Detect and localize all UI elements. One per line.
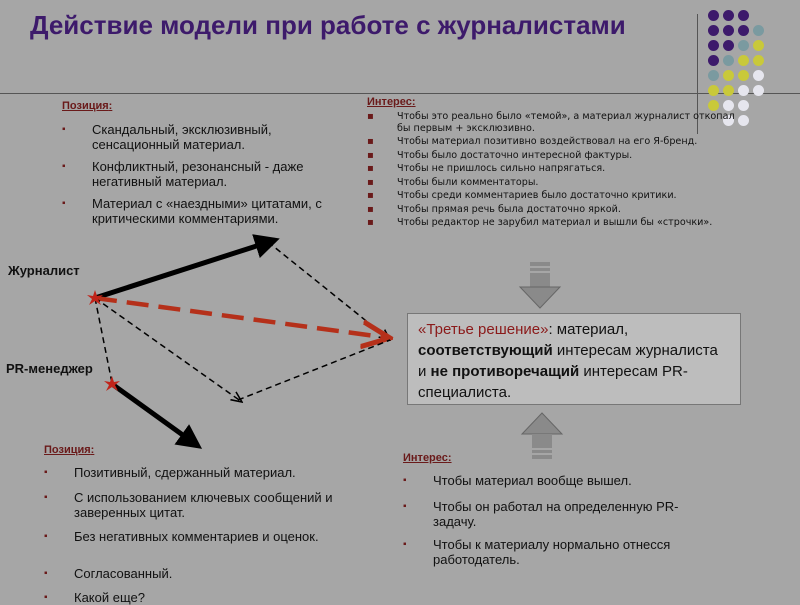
slide-title: Действие модели при работе с журналистам…: [30, 10, 626, 40]
third-solution-box: «Третье решение»: материал, соответствую…: [407, 313, 741, 405]
decorative-dot: [708, 100, 719, 111]
decorative-dot: [708, 25, 719, 36]
pr-interest-label: Интерес:: [403, 452, 452, 464]
list-item: Чтобы было достаточно интересной фактуры…: [367, 150, 742, 162]
pr-position-arrow: [110, 381, 203, 449]
decorative-dot: [753, 70, 764, 81]
list-item: Позитивный, сдержанный материал.: [44, 465, 384, 480]
journalist-position-arrow: [94, 234, 280, 301]
journalist-node-icon: [87, 290, 103, 305]
decorative-dot: [708, 40, 719, 51]
pr-position-list: Позитивный, сдержанный материал. С испол…: [44, 465, 384, 605]
list-item: Чтобы он работал на определенную PR-зада…: [403, 499, 703, 529]
list-item: Какой еще?: [44, 590, 384, 605]
list-item: Чтобы к материалу нормально отнесся рабо…: [403, 537, 703, 567]
decorative-dot: [723, 85, 734, 96]
decorative-dot: [708, 10, 719, 21]
decorative-dot: [723, 70, 734, 81]
decorative-dot: [723, 10, 734, 21]
decorative-dot: [723, 55, 734, 66]
list-item: Чтобы были комментаторы.: [367, 177, 742, 189]
journalist-interest-label: Интерес:: [367, 96, 416, 108]
journalist-label: Журналист: [8, 263, 80, 278]
decorative-dot: [723, 40, 734, 51]
actor-link-line: [94, 297, 113, 384]
decorative-dot: [723, 100, 734, 111]
journalist-position-label: Позиция:: [62, 100, 113, 112]
pr-position-label: Позиция:: [44, 444, 95, 456]
decorative-dot: [723, 25, 734, 36]
third-solution-bold-2: не противоречащий: [430, 363, 580, 380]
journalist-position-list: Скандальный, эксклюзивный, сенсационный …: [62, 122, 362, 233]
decorative-dot: [738, 85, 749, 96]
corner-divider: [697, 14, 698, 134]
decorative-dot: [753, 40, 764, 51]
journalist-interest-list: Чтобы это реально было «темой», а матери…: [367, 111, 742, 231]
list-item: Чтобы среди комментариев было достаточно…: [367, 190, 742, 202]
list-item: Чтобы материал позитивно воздействовал н…: [367, 136, 742, 148]
third-solution-text: интересам журналиста и: [418, 342, 718, 380]
list-item: Чтобы не пришлось сильно напрягаться.: [367, 163, 742, 175]
decorative-dot: [738, 25, 749, 36]
list-item: Согласованный.: [44, 566, 384, 581]
list-item: Без негативных комментариев и оценок.: [44, 529, 384, 544]
decorative-dot: [708, 70, 719, 81]
decorative-dot: [708, 55, 719, 66]
decorative-dot: [708, 85, 719, 96]
pr-manager-label: PR-менеджер: [6, 361, 93, 376]
decorative-dot: [738, 10, 749, 21]
decorative-dot: [753, 25, 764, 36]
resultant-arrow: [94, 295, 390, 338]
arrow-down-icon: [518, 262, 562, 309]
list-item: Чтобы редактор не зарубил материал и выш…: [367, 217, 742, 229]
pr-node-icon: [104, 376, 120, 391]
list-item: Материал с «наездными» цитатами, с крити…: [62, 196, 362, 226]
list-item: Чтобы это реально было «темой», а матери…: [367, 111, 742, 134]
third-solution-text: интересам PR-специалиста.: [418, 363, 688, 401]
decorative-dot: [753, 85, 764, 96]
list-item: Конфликтный, резонансный - даже негативн…: [62, 159, 362, 189]
decorative-dot: [738, 55, 749, 66]
list-item: Скандальный, эксклюзивный, сенсационный …: [62, 122, 362, 152]
list-item: Чтобы прямая речь была достаточно яркой.: [367, 204, 742, 216]
third-solution-bold-1: соответствующий: [418, 342, 553, 359]
pr-interest-line: [237, 339, 391, 401]
list-item: Чтобы материал вообще вышел.: [403, 473, 703, 488]
journalist-to-pr-line: [94, 297, 242, 402]
decorative-dot: [738, 100, 749, 111]
decorative-dot: [738, 70, 749, 81]
pr-interest-list: Чтобы материал вообще вышел. Чтобы он ра…: [403, 473, 703, 575]
decorative-dot: [738, 115, 749, 126]
title-divider: [0, 93, 800, 94]
third-solution-text: : материал,: [548, 321, 629, 338]
arrow-up-icon: [520, 412, 564, 459]
third-solution-quote: «Третье решение»: [418, 321, 549, 338]
list-item: С использованием ключевых сообщений и за…: [44, 490, 384, 520]
decorative-dot: [753, 55, 764, 66]
decorative-dot: [738, 40, 749, 51]
